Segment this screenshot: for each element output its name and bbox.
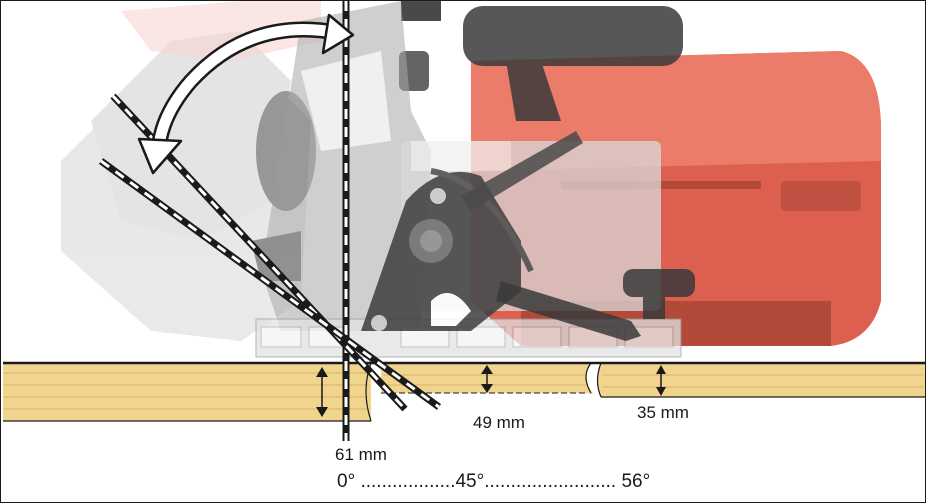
depth-label-45-deg: 49 mm: [473, 413, 525, 432]
angle-0-label: 0°: [337, 471, 356, 492]
angle-dots-a: ..................: [360, 471, 456, 492]
cut-line-56-deg: [98, 158, 442, 410]
depth-label-0-deg: 61 mm: [335, 445, 387, 464]
angle-dots-b: .........................: [484, 471, 617, 492]
depth-label-56-deg: 35 mm: [637, 403, 689, 422]
depth-arrow-49: [481, 365, 493, 393]
wood-workpiece: [3, 361, 925, 422]
ghost-saw-tilted: [61, 1, 321, 341]
angle-56-label: 56°: [621, 471, 651, 492]
depth-arrow-35: [656, 365, 666, 396]
angle-45-label: 45°: [455, 471, 485, 492]
depth-arrow-61: [316, 367, 328, 417]
clamp-levers: [461, 131, 695, 341]
angle-scale: 0° ..................45°................…: [337, 471, 650, 493]
saw-handles: [399, 1, 683, 121]
tilt-arrow-icon: [137, 13, 355, 175]
bevel-adjustment-plate: [361, 168, 534, 331]
